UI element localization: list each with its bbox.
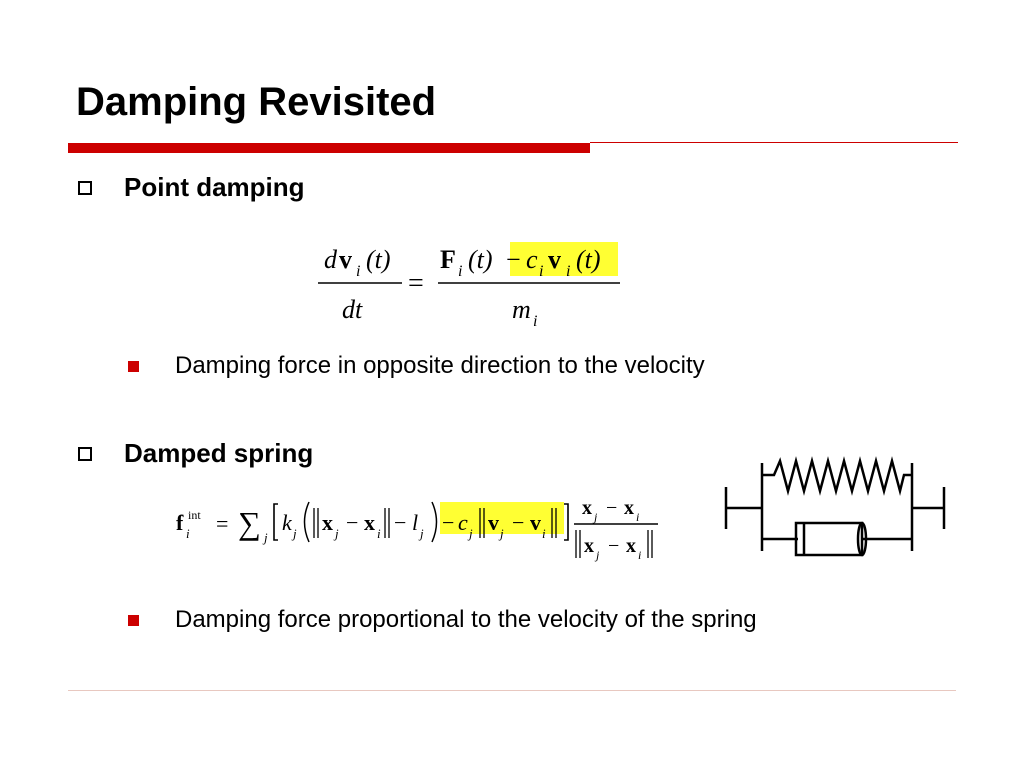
eq1-F: F <box>440 245 456 274</box>
eq2-v-j-sub: j <box>498 526 504 541</box>
eq2-den-x-i-sub: i <box>638 548 641 562</box>
eq1-c-sub: i <box>539 263 543 280</box>
eq2-den-x-j: x <box>584 535 594 557</box>
bullet-label: Damped spring <box>124 438 314 468</box>
bullet-damped-spring: Damped spring <box>78 438 313 469</box>
eq1-d: d <box>324 245 338 274</box>
eq1-v2-sub: i <box>566 263 570 280</box>
eq2-close-paren <box>431 501 438 543</box>
eq1-dt: dt <box>342 295 363 324</box>
eq1-minus: − <box>506 245 521 274</box>
eq1-equals: = <box>408 268 424 299</box>
eq2-equals: = <box>216 511 228 536</box>
title-underline-thick <box>68 143 590 153</box>
eq2-l-sub: j <box>418 526 424 541</box>
title-underline-thin <box>590 142 958 143</box>
eq2-v-i-sub: i <box>542 526 546 541</box>
sub-bullet-text: Damping force in opposite direction to t… <box>175 352 705 379</box>
point-damping-equation: d v i (t) dt = F i (t) − c i v i (t) m i <box>318 242 620 330</box>
eq2-frac-x-i: x <box>624 497 634 519</box>
eq2-minus-2: − <box>394 510 406 535</box>
hollow-square-bullet-icon <box>78 446 92 461</box>
eq2-minus-4: − <box>512 510 524 535</box>
eq1-F-t: (t) <box>468 245 493 274</box>
eq2-f-sub: i <box>186 526 190 541</box>
eq2-k-sub: j <box>291 526 297 541</box>
eq1-F-sub: i <box>458 263 462 280</box>
eq2-v-j: v <box>488 510 499 535</box>
eq2-l: l <box>412 510 418 535</box>
eq2-frac-x-i-sub: i <box>636 510 639 524</box>
eq2-den-minus: − <box>608 535 619 557</box>
eq2-x-j: x <box>322 510 333 535</box>
filled-square-bullet-icon <box>128 614 139 626</box>
eq1-v2-t: (t) <box>576 245 601 274</box>
eq2-sum-sub: j <box>262 530 268 545</box>
eq1-c: c <box>526 245 538 274</box>
damping-term-highlight <box>510 242 618 276</box>
eq2-sum: ∑ <box>238 505 261 541</box>
eq2-f: f <box>176 510 184 535</box>
sub-bullet-damped-spring: Damping force proportional to the veloci… <box>128 606 757 634</box>
eq2-x-i-sub: i <box>377 526 381 541</box>
eq2-den-x-i: x <box>626 535 636 557</box>
sub-bullet-point-damping: Damping force in opposite direction to t… <box>128 352 705 380</box>
eq2-open-bracket <box>273 503 278 541</box>
eq2-x-j-sub: j <box>333 526 339 541</box>
eq2-frac-x-j: x <box>582 497 592 519</box>
eq1-m: m <box>512 295 531 324</box>
eq2-open-paren <box>303 501 310 543</box>
eq1-v-sub: i <box>356 263 360 280</box>
hollow-square-bullet-icon <box>78 180 92 195</box>
eq2-x-i: x <box>364 510 375 535</box>
eq2-f-sup: int <box>188 508 201 522</box>
eq2-k: k <box>282 510 293 535</box>
bullet-label: Point damping <box>124 172 305 202</box>
eq1-v2: v <box>548 245 561 274</box>
damped-spring-equation: f int i = ∑ j k j x j − x i − l j − c j … <box>176 497 658 562</box>
eq2-frac-x-j-sub: j <box>592 510 598 524</box>
eq2-close-bracket <box>564 503 569 541</box>
bullet-point-damping: Point damping <box>78 172 305 203</box>
sub-bullet-text: Damping force proportional to the veloci… <box>175 606 757 633</box>
filled-square-bullet-icon <box>128 360 139 372</box>
eq2-c-sub: j <box>467 526 473 541</box>
footer-divider <box>68 690 956 691</box>
eq2-c: c <box>458 510 468 535</box>
spring-damper-diagram-icon <box>724 456 946 557</box>
eq2-frac-minus-top: − <box>606 497 617 519</box>
eq2-den-x-j-sub: j <box>594 548 600 562</box>
eq2-v-i: v <box>530 510 541 535</box>
eq1-t: (t) <box>366 245 391 274</box>
slide-title: Damping Revisited <box>76 80 437 124</box>
eq1-m-sub: i <box>533 313 537 330</box>
eq2-minus-1: − <box>346 510 358 535</box>
damping-term-highlight <box>440 502 564 534</box>
eq1-v: v <box>339 245 352 274</box>
eq2-minus-3: − <box>442 510 454 535</box>
